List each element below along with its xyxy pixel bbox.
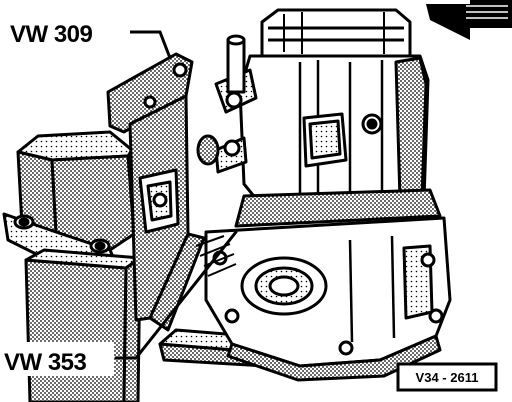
support-stand [24, 248, 142, 402]
label-vw353-backing [2, 342, 114, 376]
bell-housing [195, 216, 452, 382]
tool-label-vw309: VW 309 [10, 21, 93, 48]
figure-code-text: V34 - 2611 [416, 370, 479, 385]
transmission-housing [196, 8, 442, 228]
figure-code-box: V34 - 2611 [396, 362, 498, 392]
mounting-bracket [2, 130, 136, 270]
leader-lines [114, 30, 238, 360]
leader-line-vw353 [114, 230, 238, 360]
leader-line-vw309 [128, 30, 172, 60]
arrow-down-left-icon [426, 0, 512, 40]
label-vw309-backing [6, 14, 130, 48]
tool-label-vw353: VW 353 [4, 349, 87, 376]
